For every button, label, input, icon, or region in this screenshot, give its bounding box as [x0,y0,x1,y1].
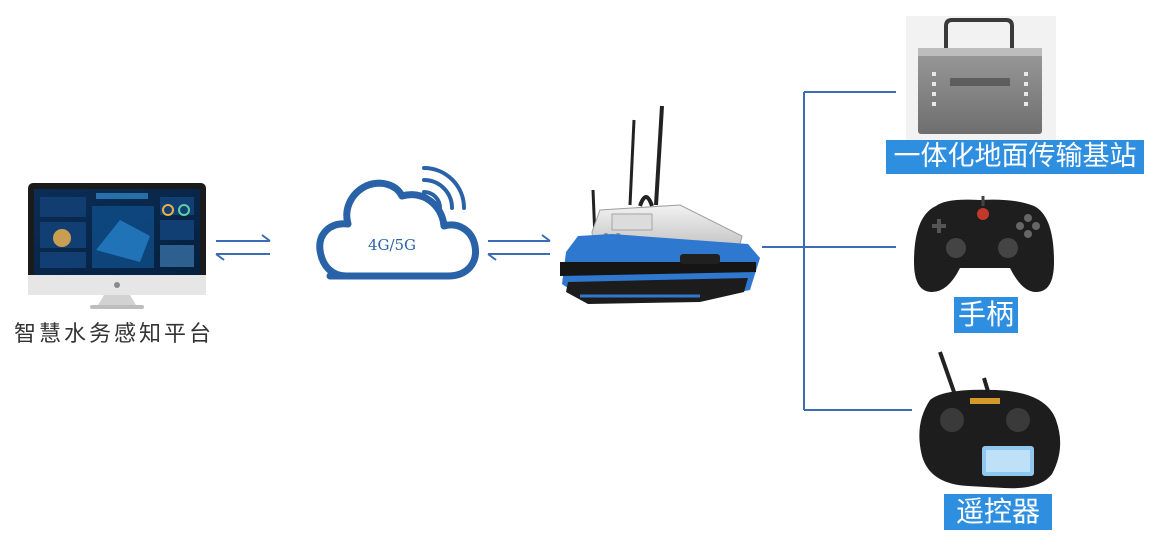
cloud-icon [316,179,480,280]
remote-controller-label: 遥控器 [944,494,1052,530]
platform-label: 智慧水务感知平台 [14,322,215,347]
gamepad-label: 手柄 [954,297,1018,333]
monitor-icon [28,183,206,309]
base-station-label: 一体化地面传输基站 [886,140,1144,174]
network-boat-arrows [487,234,551,261]
network-label: 4G/5G [367,236,417,254]
gamepad-icon [914,196,1054,292]
unmanned-boat-icon [560,105,760,304]
platform-network-arrows [215,234,271,261]
remote-controller-icon [919,351,1061,489]
device-connector-lines [762,91,912,411]
base-station-icon [906,16,1056,140]
signal-wave-icon [422,166,466,210]
